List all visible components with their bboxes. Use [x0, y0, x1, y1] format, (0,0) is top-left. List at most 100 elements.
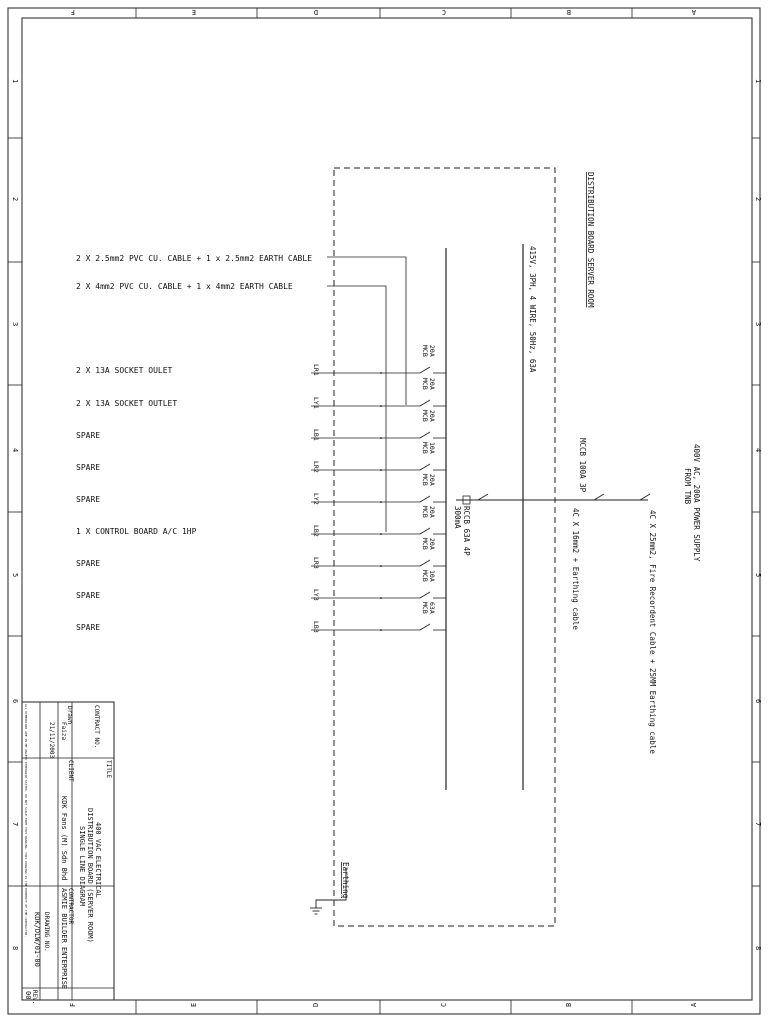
title-block: ALL DIMENSIONS ARE IN MM UNLESS OTHERWIS…: [21, 701, 115, 1004]
mcb-type: MCB: [421, 442, 429, 454]
incoming-supply-label: 400V AC, 200A POWER SUPPLY: [692, 444, 701, 562]
board-title: DISTRIBUTION BOARD SERVER ROOM: [586, 172, 595, 308]
field-label-title: TITLE: [105, 760, 112, 778]
circuit-reference: LR3: [312, 557, 320, 569]
circuit-description: SPARE: [76, 431, 100, 440]
mcb-type: MCB: [421, 474, 429, 486]
earth-tap-point: [380, 469, 382, 471]
mcb-switch-contact: [419, 366, 431, 374]
drawn-by-value: Faiza: [60, 722, 67, 740]
circuit-description: SPARE: [76, 559, 100, 568]
circuit-description: 1 X CONTROL BOARD A/C 1HP: [76, 527, 197, 536]
grid-col-label: D: [312, 1003, 320, 1007]
mcb-rating: 10A: [428, 442, 436, 454]
mcb-type: MCB: [421, 602, 429, 614]
mcb-type: MCB: [421, 345, 429, 357]
circuit-reference: LY1: [312, 397, 320, 409]
earth-tap-point: [380, 405, 382, 407]
grid-row-label: 3: [754, 322, 762, 326]
mccb-label: MCCB 100A 3P: [578, 438, 587, 493]
grid-col-label: E: [190, 1003, 198, 1007]
mcb-switch-contact: [419, 399, 431, 407]
grid-col-label: F: [69, 1003, 77, 1007]
mcb-rating: 20A: [428, 410, 436, 422]
earthing-conductor: [315, 868, 347, 908]
drawing-date-value: 21/11/2003: [48, 722, 55, 759]
mcb-type: MCB: [421, 410, 429, 422]
grid-col-label: B: [567, 8, 571, 16]
mcb-switch-contact: [419, 495, 431, 503]
grid-row-label: 7: [11, 822, 19, 826]
earth-tap-point: [380, 501, 382, 503]
grid-row-label: 7: [754, 822, 762, 826]
circuit-reference: LB3: [312, 621, 320, 633]
mcb-switch-contact: [419, 623, 431, 631]
rccb-switch-contact: [477, 493, 489, 501]
rccb-label: RCCB 63A 4P: [462, 506, 471, 556]
mcb-rating: 20A: [428, 474, 436, 486]
field-label-contractor: CONTRACTOR: [67, 888, 74, 925]
circuit-description: SPARE: [76, 463, 100, 472]
drawing-number: KDK/DLW/01-00: [33, 912, 41, 967]
cable-note-leader-2: [327, 285, 387, 532]
grid-col-label: A: [691, 8, 696, 16]
earth-tap-point: [380, 597, 382, 599]
circuit-reference: LB1: [312, 429, 320, 441]
mcb-type: MCB: [421, 506, 429, 518]
grid-row-label: 6: [754, 699, 762, 703]
circuit-description: SPARE: [76, 591, 100, 600]
grid-col-label: B: [565, 1003, 573, 1007]
circuit-reference: LY2: [312, 493, 320, 505]
mcb-type: MCB: [421, 378, 429, 390]
earth-tap-point: [380, 372, 382, 374]
grid-row-label: 2: [754, 197, 762, 201]
earth-tap-point: [380, 629, 382, 631]
distribution-board-enclosure: [333, 167, 556, 927]
field-label-drawn: Drawn: [66, 706, 73, 724]
field-label-contract-no: CONTRACT NO.: [93, 705, 100, 748]
field-label-drawing-no: DRAWING NO.: [43, 912, 50, 952]
grid-row-label: 8: [754, 946, 762, 950]
cable-note-spare-circuits: 2 X 4mm2 PVC CU. CABLE + 1 x 4mm2 EARTH …: [76, 282, 293, 291]
field-label-client: CLIENT: [67, 760, 74, 782]
contractor-name: ASMIE BUILDER ENTERPRISE: [60, 888, 68, 989]
incoming-source-label: FROM TNB: [683, 468, 692, 505]
grid-col-label: F: [71, 8, 75, 16]
mcb-switch-contact: [419, 463, 431, 471]
incoming-switch-contact: [639, 493, 651, 501]
mcb-switch-contact: [419, 527, 431, 535]
grid-row-labels-left: 1 2 3 4 5 6 7 8: [11, 79, 19, 950]
mcb-switch-contact: [419, 559, 431, 567]
drawing-title-line2: DISTRIBUTION BOARD (SERVER ROOM): [86, 808, 94, 943]
earth-tap-point: [380, 437, 382, 439]
mccb-switch-contact: [593, 493, 605, 501]
grid-row-label: 8: [11, 946, 19, 950]
grid-col-label: C: [440, 1003, 448, 1007]
earthing-label: Earthing: [341, 862, 350, 898]
circuit-description: 2 X 13A SOCKET OULET: [76, 366, 173, 375]
circuit-description: SPARE: [76, 495, 100, 504]
drawing-title-line1: 400 VAC ELECTRICAL: [94, 822, 102, 898]
circuit-reference: LB2: [312, 525, 320, 537]
grid-col-label: A: [690, 1002, 698, 1007]
grid-row-label: 5: [11, 573, 19, 577]
rccb-symbol: [462, 495, 471, 505]
circuit-description: 2 X 13A SOCKET OUTLET: [76, 399, 177, 408]
mcb-type: MCB: [421, 570, 429, 582]
mcb-rating: 20A: [428, 538, 436, 550]
cable-note-leader-1: [327, 256, 407, 405]
grid-row-label: 1: [754, 79, 762, 83]
sheet-number: 00: [24, 991, 32, 999]
earth-tap-point: [380, 533, 382, 535]
mcb-rating: 10A: [428, 570, 436, 582]
feeder-cable-label: 4C X 16mm2 + Earthing cable: [571, 508, 580, 630]
grid-row-label: 5: [754, 573, 762, 577]
grid-col-label: E: [192, 8, 196, 16]
cable-note-socket-circuits: 2 X 2.5mm2 PVC CU. CABLE + 1 x 2.5mm2 EA…: [76, 254, 312, 263]
field-label-rev: REV.: [31, 990, 38, 1004]
sheet-inner-border: [21, 17, 753, 1001]
grid-col-label: C: [442, 8, 446, 16]
earth-tap-point: [380, 565, 382, 567]
sheet-outer-border: [7, 7, 761, 1015]
incoming-cable-label: 4C X 25mm2, Fire Recordent Cable + 25MM …: [648, 510, 657, 754]
